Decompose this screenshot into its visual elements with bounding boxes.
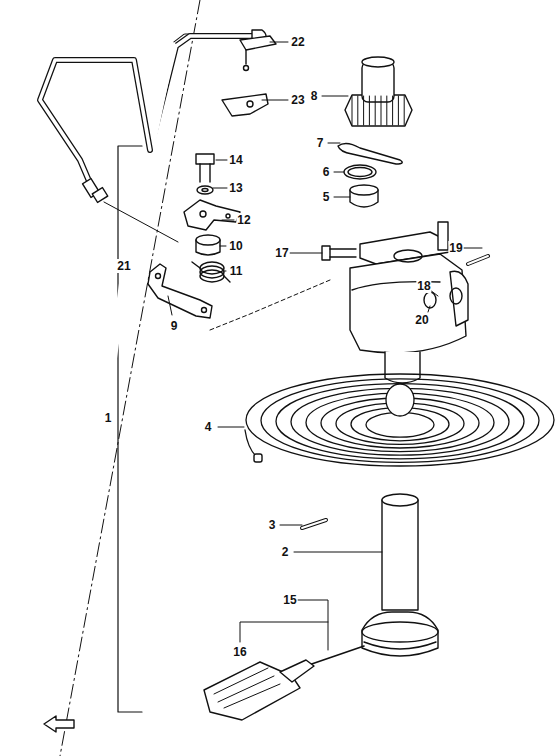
callout-number: 22 xyxy=(290,35,305,49)
callout-number: 9 xyxy=(170,319,179,333)
callout-number: 19 xyxy=(448,241,463,255)
callout-number: 4 xyxy=(204,420,213,434)
callout-number: 15 xyxy=(282,593,297,607)
callout-number: 11 xyxy=(229,264,244,278)
callout-number: 23 xyxy=(290,93,305,107)
callout-number: 6 xyxy=(322,165,331,179)
callout-number: 14 xyxy=(228,153,243,167)
callout-number: 18 xyxy=(416,279,431,293)
callout-number: 1 xyxy=(104,411,113,425)
callout-number: 10 xyxy=(228,239,243,253)
callout-number: 17 xyxy=(274,246,289,260)
callout-number: 21 xyxy=(116,259,131,273)
callout-number: 20 xyxy=(414,313,429,327)
callout-number: 2 xyxy=(281,545,290,559)
callout-number: 16 xyxy=(232,645,247,659)
callout-number: 7 xyxy=(316,136,325,150)
callout-number: 12 xyxy=(236,213,251,227)
callout-number: 8 xyxy=(310,89,319,103)
callout-number: 5 xyxy=(322,190,331,204)
callout-number: 3 xyxy=(268,518,277,532)
callout-number: 13 xyxy=(228,181,243,195)
